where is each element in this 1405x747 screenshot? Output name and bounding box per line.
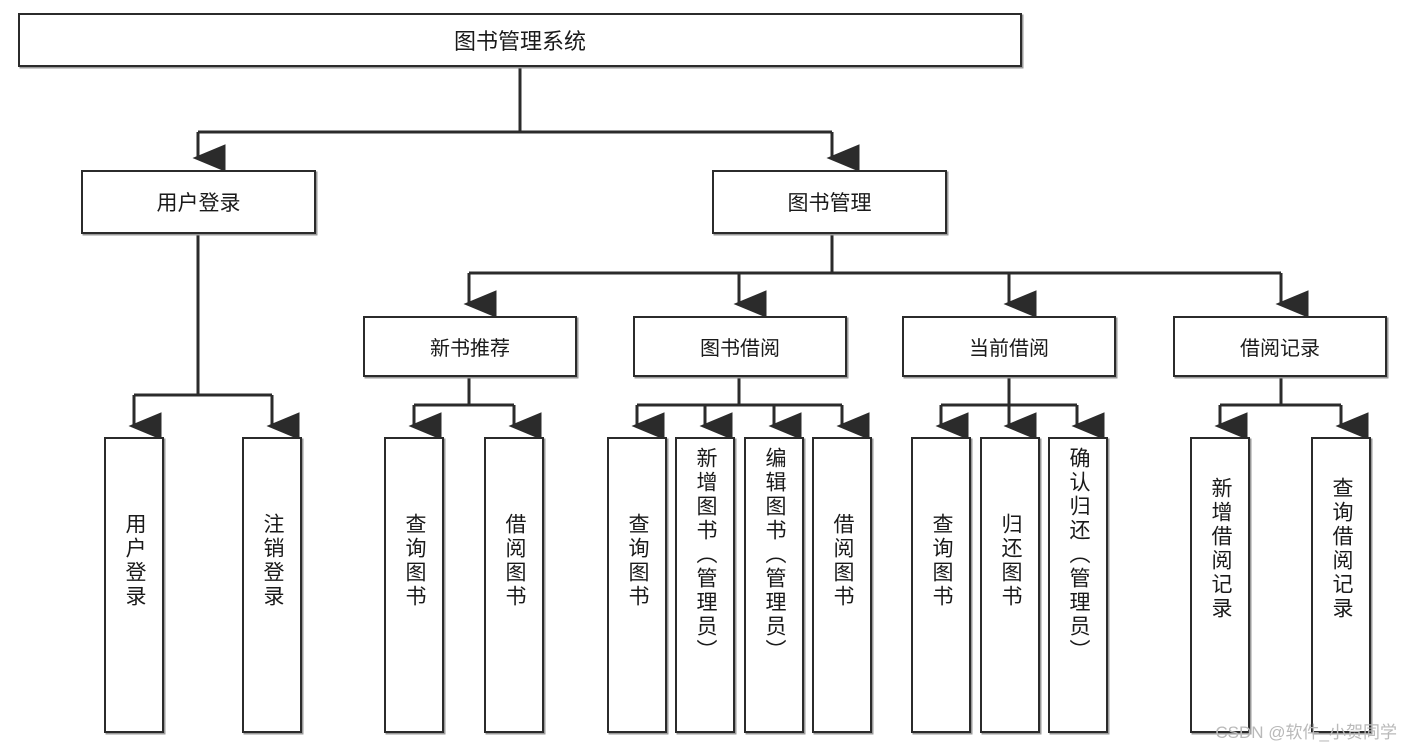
leaf-label: 查询图书 [403,513,427,609]
leaf-user-login[interactable]: 用户登录 [104,437,164,733]
leaf-label: 用户登录 [123,513,147,609]
node-root-system[interactable]: 图书管理系统 [18,13,1022,67]
leaf-label: 查询借阅记录 [1330,477,1354,621]
leaf-return-book[interactable]: 归还图书 [980,437,1040,733]
leaf-user-logout[interactable]: 注销登录 [242,437,302,733]
leaf-query-borrow-record[interactable]: 查询借阅记录 [1311,437,1371,733]
leaf-confirm-return-admin[interactable]: 确认归还（管理员） [1048,437,1108,733]
leaf-query-book-current[interactable]: 查询图书 [911,437,971,733]
node-book-borrow[interactable]: 图书借阅 [633,316,847,377]
leaf-label: 新增借阅记录 [1209,477,1233,621]
leaf-label: 归还图书 [999,513,1023,609]
leaf-borrow-book-borrow[interactable]: 借阅图书 [812,437,872,733]
leaf-edit-book-admin[interactable]: 编辑图书（管理员） [744,437,804,733]
node-current-borrow[interactable]: 当前借阅 [902,316,1116,377]
leaf-label: 借阅图书 [831,513,855,609]
leaf-label: 借阅图书 [503,513,527,609]
node-user-login[interactable]: 用户登录 [81,170,316,234]
leaf-query-book-borrow[interactable]: 查询图书 [607,437,667,733]
node-new-book-recommend[interactable]: 新书推荐 [363,316,577,377]
leaf-label: 新增图书（管理员） [694,447,718,663]
node-book-management[interactable]: 图书管理 [712,170,947,234]
leaf-label: 注销登录 [261,513,285,609]
leaf-label: 确认归还（管理员） [1067,447,1091,663]
leaf-add-borrow-record[interactable]: 新增借阅记录 [1190,437,1250,733]
leaf-label: 查询图书 [626,513,650,609]
leaf-add-book-admin[interactable]: 新增图书（管理员） [675,437,735,733]
node-borrow-record[interactable]: 借阅记录 [1173,316,1387,377]
leaf-query-book-recommend[interactable]: 查询图书 [384,437,444,733]
leaf-label: 编辑图书（管理员） [763,447,787,663]
leaf-borrow-book-recommend[interactable]: 借阅图书 [484,437,544,733]
leaf-label: 查询图书 [930,513,954,609]
